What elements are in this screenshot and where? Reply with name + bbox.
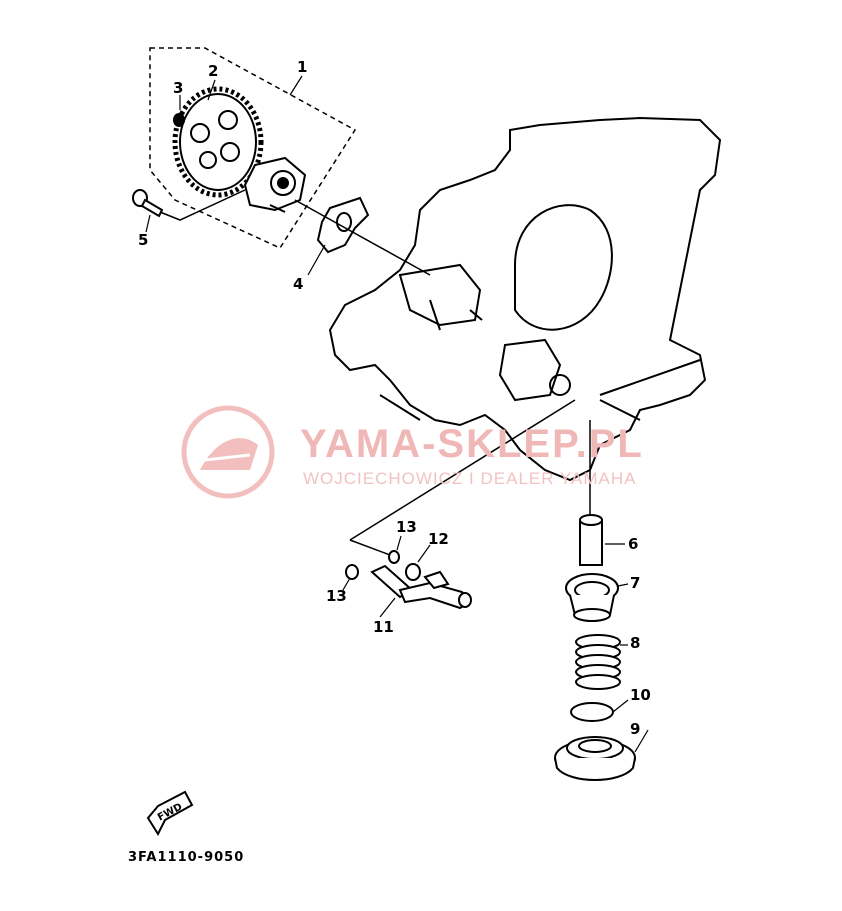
- callout-6: 6: [628, 535, 639, 553]
- fwd-arrow-icon: [146, 790, 194, 837]
- callout-4: 4: [293, 275, 304, 293]
- callout-10: 10: [630, 686, 651, 704]
- relief-spring: [575, 634, 621, 690]
- callout-11: 11: [373, 618, 394, 636]
- watermark-logo: [181, 405, 275, 499]
- oil-pipe: [579, 514, 603, 566]
- callout-13-upper: 13: [396, 518, 417, 536]
- engine-crankcase: [328, 116, 722, 482]
- oil-strainer: [565, 573, 619, 622]
- drain-plug: [554, 736, 636, 781]
- callout-3: 3: [173, 79, 184, 97]
- pump-gasket: [316, 196, 370, 254]
- oil-pump-assembly-box: [149, 47, 357, 249]
- callout-leaders: [145, 75, 649, 753]
- bolt: [132, 189, 164, 218]
- o-ring: [570, 702, 614, 722]
- o-rings-small: [345, 550, 421, 581]
- callout-5: 5: [138, 231, 149, 249]
- dowel-pin: [173, 113, 185, 127]
- watermark-subtitle: WOJCIECHOWICZ I DEALER YAMAHA: [303, 469, 637, 488]
- callout-13-lower: 13: [326, 587, 347, 605]
- drawing-code: 3FA1110-9050: [128, 850, 245, 865]
- callout-9: 9: [630, 720, 641, 738]
- watermark-title: YAMA-SKLEP.PL: [300, 422, 644, 466]
- callout-8: 8: [630, 634, 641, 652]
- oil-pump-body: [243, 156, 307, 213]
- callout-12: 12: [428, 530, 449, 548]
- callout-7: 7: [630, 574, 641, 592]
- oil-pump-gear: [172, 86, 264, 198]
- callout-2: 2: [208, 62, 219, 80]
- callout-1: 1: [297, 58, 308, 76]
- delivery-pipe: [370, 564, 472, 610]
- assembly-lines: [159, 189, 591, 556]
